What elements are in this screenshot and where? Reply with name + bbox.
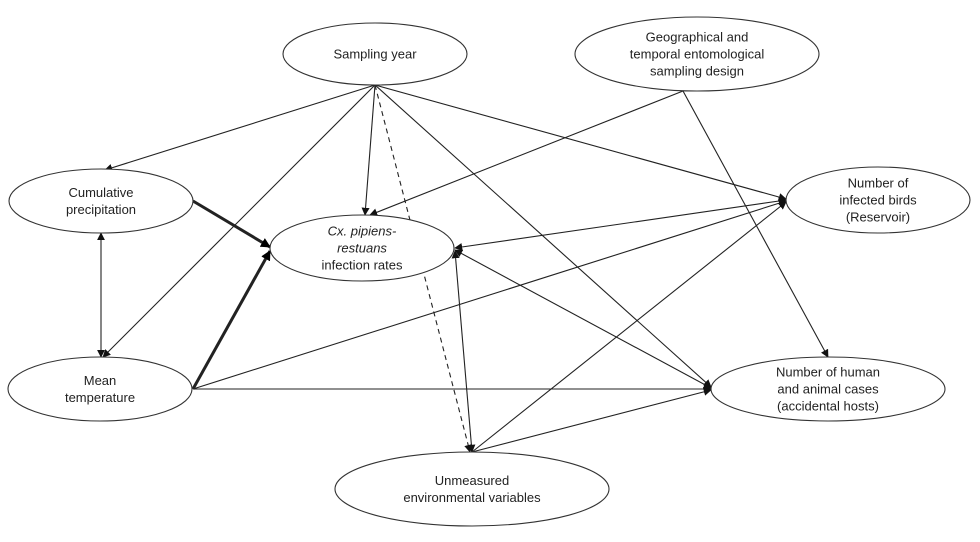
- node-temp: Mean temperature: [7, 356, 193, 422]
- node-ellipse: [282, 22, 468, 86]
- node-label-line: Sampling year: [333, 47, 417, 62]
- edge-sampling-year-to-precip: [104, 84, 376, 172]
- node-ellipse: [269, 214, 455, 282]
- edge-unmeasured-to-human: [471, 387, 712, 453]
- node-label-line: environmental variables: [403, 490, 541, 505]
- node-ellipse: [574, 16, 820, 92]
- node-ellipse: [334, 451, 610, 527]
- edges-layer: [97, 84, 829, 453]
- node-ellipse: [7, 356, 193, 422]
- node-label-line: Mean: [84, 373, 117, 388]
- node-label-line: sampling design: [650, 64, 744, 79]
- edge-sampling-year-to-infection: [361, 84, 376, 216]
- node-label-line: Number of: [848, 176, 909, 191]
- edge-infection-to-birds: [454, 197, 787, 251]
- node-label-line: temperature: [65, 390, 135, 405]
- node-sampling-year: Sampling year: [282, 22, 468, 86]
- edge-sampling-year-to-temp: [102, 84, 376, 358]
- edge-geo-design-to-infection: [369, 90, 684, 217]
- edge-temp-to-birds: [192, 199, 787, 390]
- node-geo-design: Geographical and temporal entomological sa…: [574, 16, 820, 92]
- node-label-line: Geographical and: [646, 30, 749, 45]
- edge-infection-to-human: [454, 249, 712, 389]
- node-label-line: infected birds: [839, 193, 917, 208]
- edge-precip-to-infection: [192, 199, 271, 249]
- node-label-line: (accidental hosts): [777, 399, 879, 414]
- edge-temp-to-infection: [191, 250, 272, 390]
- node-label-line: precipitation: [66, 202, 136, 217]
- node-label-line: Cx. pipiens-: [328, 224, 397, 239]
- node-label-line: (Reservoir): [846, 210, 910, 225]
- node-ellipse: [8, 168, 194, 234]
- edge-geo-design-to-human: [682, 90, 829, 358]
- edge-infection-to-unmeasured: [451, 250, 476, 453]
- nodes-layer: Sampling year Geographical and temporal en…: [7, 16, 971, 527]
- node-label-line: Unmeasured: [435, 473, 509, 488]
- node-label-line: restuans: [337, 241, 387, 256]
- node-unmeasured: Unmeasured environmental variables: [334, 451, 610, 527]
- node-label-line: temporal entomological: [630, 47, 765, 62]
- edge-sampling-year-to-birds: [374, 84, 787, 201]
- node-label-line: and animal cases: [777, 382, 879, 397]
- node-ellipse: [710, 356, 946, 422]
- node-precip: Cumulative precipitation: [8, 168, 194, 234]
- node-birds: Number of infected birds (Reservoir): [785, 166, 971, 234]
- node-label-line: infection rates: [322, 258, 403, 273]
- node-ellipse: [785, 166, 971, 234]
- edge-unmeasured-to-birds: [471, 201, 787, 453]
- node-label-line: Cumulative: [68, 185, 133, 200]
- node-label-line: Number of human: [776, 365, 880, 380]
- node-human: Number of human and animal cases (accident…: [710, 356, 946, 422]
- node-infection: Cx. pipiens-restuans infection rates: [269, 214, 455, 282]
